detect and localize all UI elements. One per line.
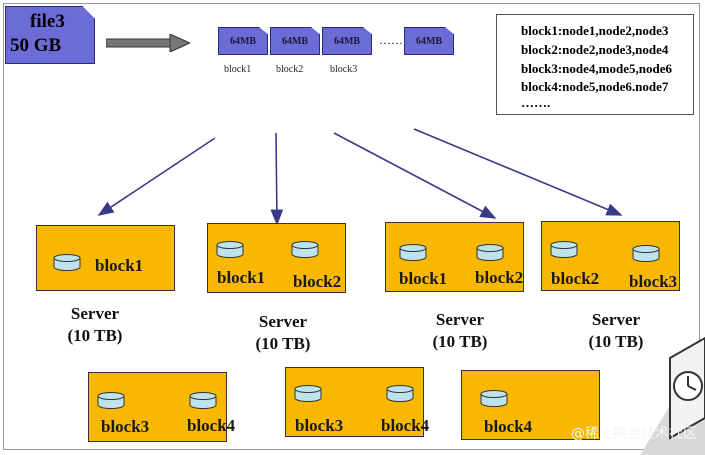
server-caption-name: Server — [258, 312, 308, 331]
block-label: block2 — [293, 272, 342, 291]
arrow-to-server-3 — [333, 132, 497, 219]
disk-icon — [97, 392, 125, 409]
chunk-2-label: block2 — [276, 64, 304, 75]
server-caption-capacity: (10 TB) — [588, 332, 644, 351]
file-name: file3 — [30, 11, 65, 32]
mapping-line: block3:node4,mode5,node6 — [521, 61, 672, 76]
disk-icon — [291, 241, 319, 258]
block-label: block1 — [399, 269, 448, 288]
disk-icon — [632, 245, 660, 262]
server-caption-capacity: (10 TB) — [255, 334, 311, 353]
arrow-to-server-4 — [413, 128, 623, 216]
disk-icon — [216, 241, 244, 258]
server-5: block3 block4 — [88, 372, 235, 442]
server-4-caption: Server (10 TB) — [561, 309, 671, 353]
block-label: block1 — [217, 268, 266, 287]
block-label: block1 — [95, 256, 144, 275]
disk-icon — [476, 244, 504, 261]
disk-icon — [480, 390, 508, 407]
server-caption-name: Server — [70, 304, 120, 323]
block-label: block4 — [381, 416, 430, 435]
block-label: block3 — [629, 272, 678, 291]
file-size: 50 GB — [10, 35, 62, 56]
server-2: block1 block2 — [207, 223, 346, 293]
block-label: block3 — [295, 416, 344, 435]
server-caption-name: Server — [435, 310, 485, 329]
mapping-line: block4:node5,node6.node7 — [521, 79, 669, 94]
server-2-caption: Server (10 TB) — [228, 311, 338, 355]
arrow-to-server-2 — [270, 132, 284, 226]
clock-decoration-icon — [640, 336, 705, 455]
disk-icon — [189, 392, 217, 409]
disk-icon — [399, 244, 427, 261]
arrow-to-server-1 — [97, 137, 216, 216]
server-7: block4 — [461, 370, 600, 440]
chunk-1: 64MB — [218, 27, 268, 55]
mapping-line: block2:node2,node3,node4 — [521, 42, 669, 57]
disk-icon — [53, 254, 81, 271]
server-6: block3 block4 — [285, 367, 429, 437]
server-3: block1 block2 — [385, 222, 524, 292]
server-caption-capacity: (10 TB) — [67, 326, 123, 345]
disk-icon — [386, 385, 414, 402]
block-node-mapping: block1:node1,node2,node3 block2:node2,no… — [496, 14, 694, 115]
server-1-caption: Server (10 TB) — [40, 303, 150, 347]
block-label: block4 — [484, 417, 533, 436]
diagram-frame — [3, 3, 700, 450]
server-caption-capacity: (10 TB) — [432, 332, 488, 351]
watermark: @稀土掘金技术社区 — [571, 426, 697, 442]
chunk-1-label: block1 — [224, 64, 252, 75]
server-1: block1 — [36, 225, 175, 291]
block-label: block3 — [101, 417, 150, 436]
server-3-caption: Server (10 TB) — [405, 309, 515, 353]
mapping-line: ……. — [521, 95, 551, 110]
server-caption-name: Server — [591, 310, 641, 329]
chunk-4: 64MB — [404, 27, 454, 55]
chunk-ellipsis: …… — [379, 33, 403, 47]
chunk-3-label: block3 — [330, 64, 358, 75]
chunk-2: 64MB — [270, 27, 320, 55]
block-label: block2 — [475, 268, 524, 287]
server-4: block2 block3 — [541, 221, 680, 291]
block-label: block4 — [187, 416, 236, 435]
chunk-3: 64MB — [322, 27, 372, 55]
split-arrow-icon — [106, 34, 190, 52]
file-icon — [5, 6, 95, 64]
disk-icon — [294, 385, 322, 402]
block-label: block2 — [551, 269, 600, 288]
disk-icon — [550, 241, 578, 258]
mapping-line: block1:node1,node2,node3 — [521, 23, 669, 38]
